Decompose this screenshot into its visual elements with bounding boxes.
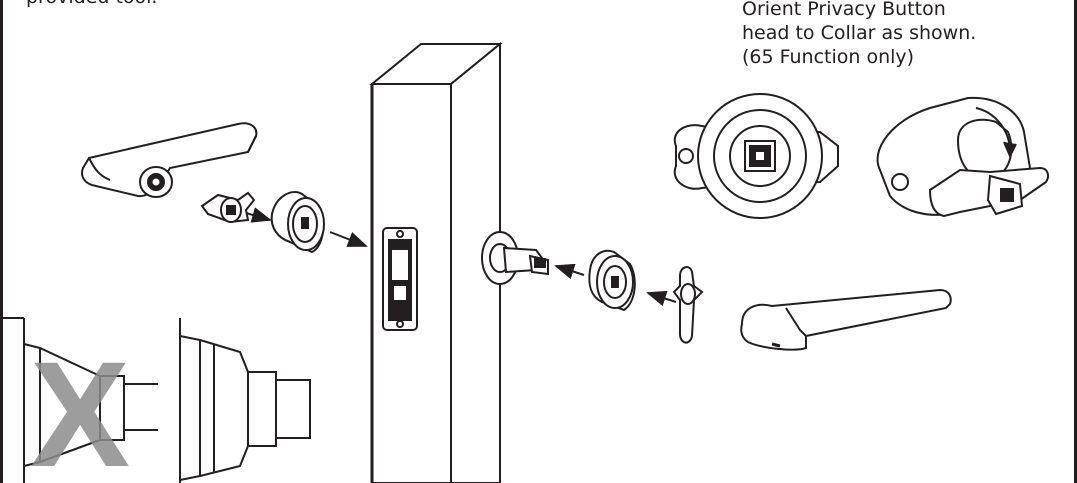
arrow-bushing-to-rose-right	[646, 290, 677, 307]
latch-faceplate	[382, 227, 418, 331]
door	[369, 41, 503, 483]
caption-line-1: Orient Privacy Button	[742, 0, 946, 20]
arrow-rose-to-door	[329, 231, 368, 247]
incorrect-mark: X	[30, 330, 130, 483]
bottom-left-detail-panel	[3, 317, 311, 483]
privacy-button-caption: Orient Privacy Button head to Collar as …	[742, 0, 976, 69]
right-bushing	[672, 266, 704, 344]
instruction-fragment: provided tool.	[26, 0, 157, 9]
left-lever-handle	[81, 122, 258, 198]
caption-line-2: head to Collar as shown.	[742, 22, 977, 44]
arrow-rose-to-chassis	[554, 263, 585, 280]
right-chassis-spindle	[481, 231, 549, 285]
left-rose-collar	[270, 191, 325, 254]
right-rose-collar	[588, 249, 636, 312]
caption-line-3: (65 Function only)	[742, 46, 915, 68]
arrow-bushing-to-rose	[245, 207, 272, 223]
rose-front-view	[673, 93, 839, 219]
right-lever-handle	[740, 288, 952, 351]
left-bushing	[200, 191, 256, 224]
privacy-button-detail	[876, 96, 1049, 218]
